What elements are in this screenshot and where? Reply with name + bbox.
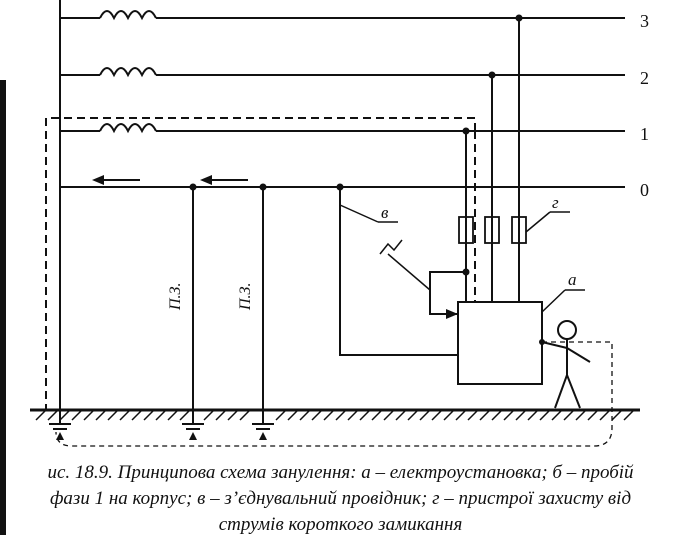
caption-line-3: струмів короткого замикання: [218, 514, 463, 535]
ground-electrode-2-icon: [182, 410, 204, 440]
ground-electrode-1-icon: [49, 410, 71, 440]
ground-electrode-3-icon: [252, 410, 274, 440]
phase-line-3: 3: [60, 10, 649, 31]
figure-caption: ис. 18.9. Принципова схема занулення: а …: [0, 460, 681, 538]
phase-line-2: 2: [60, 67, 649, 88]
line-label-3: 3: [640, 11, 649, 31]
ground-surface: [30, 408, 640, 421]
page-edge-shadow: [0, 80, 6, 535]
line-label-2: 2: [640, 68, 649, 88]
connecting-conductor: [339, 187, 458, 356]
electrical-installation-box: [457, 301, 543, 385]
coil-1-icon: [99, 123, 157, 134]
zeroing-scheme-diagram: 3 2 1 0 П.З. П.З.: [30, 0, 649, 447]
line-label-0: 0: [640, 180, 649, 200]
caption-line-1: ис. 18.9. Принципова схема занулення: а …: [47, 462, 634, 483]
line-label-1: 1: [640, 124, 649, 144]
marker-a-label: а: [568, 270, 577, 289]
breakdown-path: [429, 271, 466, 315]
pz-label-1: П.З.: [167, 283, 184, 311]
marker-v-pointer: [339, 204, 379, 223]
breakdown-symbol-icon: [379, 239, 403, 255]
coil-2-icon: [99, 67, 157, 78]
marker-v-label: в: [381, 203, 389, 222]
fault-current-path-top: [45, 117, 476, 410]
neutral-line-0: 0: [60, 180, 649, 200]
marker-a-pointer: [541, 289, 566, 313]
person-icon: [539, 320, 591, 409]
marker-g-pointer: [525, 211, 551, 233]
fault-current-path-bottom: [55, 341, 613, 447]
pz-label-2: П.З.: [237, 283, 254, 311]
marker-g-label: г: [552, 193, 559, 212]
current-arrow-left-icon: [92, 175, 140, 185]
current-arrow-right-icon: [200, 175, 248, 185]
caption-line-2: фази 1 на корпус; в – з’єднувальний пров…: [49, 488, 632, 509]
coil-3-icon: [99, 10, 157, 21]
phase-line-1: 1: [60, 123, 649, 144]
